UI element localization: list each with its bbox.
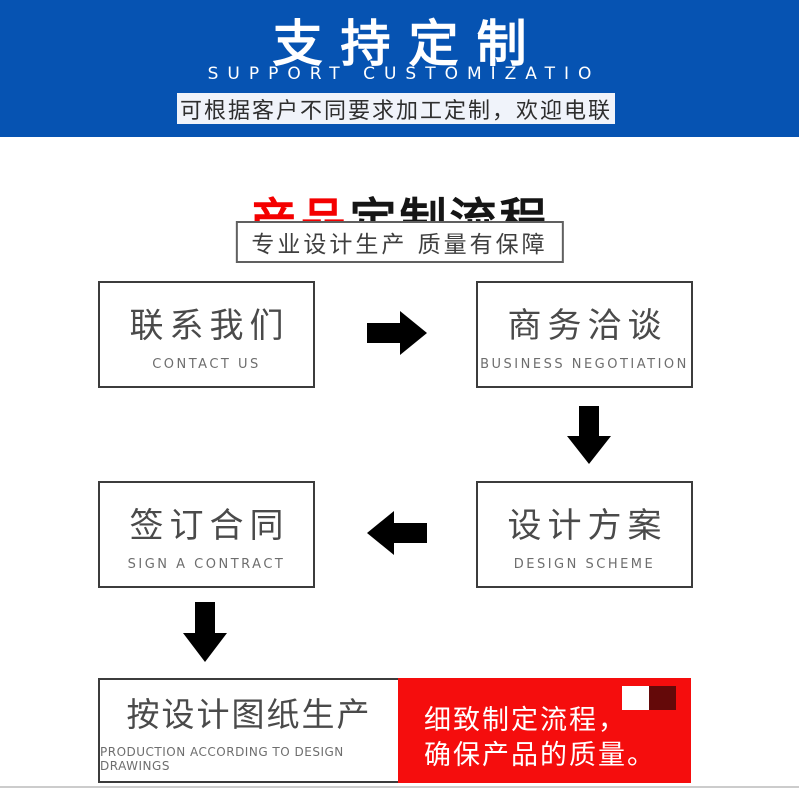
arrow-left-icon xyxy=(367,511,427,555)
step-label-en: PRODUCTION ACCORDING TO DESIGN DRAWINGS xyxy=(100,745,344,773)
step-label-zh: 按设计图纸生产 xyxy=(126,695,372,734)
quality-note-line1: 细致制定流程， xyxy=(424,705,627,736)
arrow-down-icon xyxy=(183,602,227,662)
step-label-en: CONTACT US xyxy=(152,356,261,372)
banner-title: 支持定制 xyxy=(272,15,545,73)
banner-strip: 可根据客户不同要求加工定制，欢迎电联 xyxy=(177,93,615,124)
quality-note-line2: 确保产品的质量。 xyxy=(424,740,656,771)
step-label-zh: 商务洽谈 xyxy=(507,305,668,346)
quality-note: 细致制定流程， 确保产品的质量。 xyxy=(398,678,691,783)
step-label-zh: 设计方案 xyxy=(507,505,668,546)
step-design-scheme: 设计方案 DESIGN SCHEME xyxy=(476,481,693,588)
arrow-down-icon xyxy=(567,406,611,464)
step-production: 按设计图纸生产 PRODUCTION ACCORDING TO DESIGN D… xyxy=(98,678,400,783)
banner-subtitle: SUPPORT CUSTOMIZATIO xyxy=(207,64,601,84)
step-contact-us: 联系我们 CONTACT US xyxy=(98,281,315,388)
step-label-en: SIGN A CONTRACT xyxy=(127,556,286,572)
top-banner: 支持定制 SUPPORT CUSTOMIZATIO 可根据客户不同要求加工定制，… xyxy=(0,0,799,137)
tagline-text: 专业设计生产 质量有保障 xyxy=(251,232,548,258)
step-label-en: DESIGN SCHEME xyxy=(513,556,656,572)
deco-white-rect xyxy=(622,686,649,710)
banner-strip-text: 可根据客户不同要求加工定制，欢迎电联 xyxy=(179,98,612,124)
tagline-box: 专业设计生产 质量有保障 xyxy=(235,221,564,263)
step-sign-contract: 签订合同 SIGN A CONTRACT xyxy=(98,481,315,588)
step-label-en: BUSINESS NEGOTIATION xyxy=(480,356,689,372)
step-label-zh: 签订合同 xyxy=(129,505,290,546)
arrow-right-icon xyxy=(367,311,427,355)
bottom-divider xyxy=(0,786,799,788)
step-label-zh: 联系我们 xyxy=(129,305,290,346)
deco-dark-rect xyxy=(649,686,676,710)
step-business-negotiation: 商务洽谈 BUSINESS NEGOTIATION xyxy=(476,281,693,388)
